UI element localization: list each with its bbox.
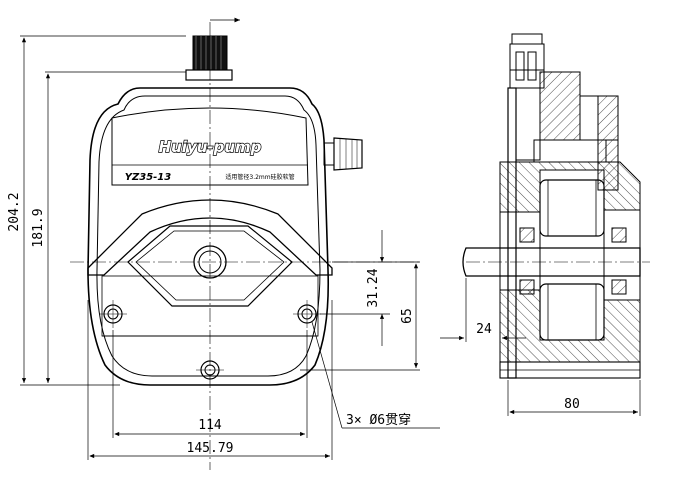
dim-overall-height: 204.2 (7, 192, 22, 231)
model-label: YZ35-13 (125, 172, 172, 183)
side-dimension-texts: 24 80 (476, 322, 580, 412)
side-section-view (462, 33, 650, 379)
dim-center-to-bottom: 65 (400, 308, 415, 324)
front-dimensions (20, 35, 440, 460)
top-knob (185, 35, 233, 81)
mounting-holes (99, 300, 321, 380)
dim-depth: 80 (564, 397, 580, 412)
pump-shaft (462, 247, 650, 277)
dim-overall-width: 145.79 (187, 441, 234, 456)
dim-center-to-hole: 31.24 (366, 268, 381, 307)
roller-top (519, 179, 627, 243)
pump-housing-inner (96, 95, 321, 377)
dim-shaft-length: 24 (476, 322, 492, 337)
dim-body-height: 181.9 (31, 208, 46, 247)
center-lines (70, 22, 420, 470)
dim-holes-note: 3× Ø6贯穿 (346, 412, 411, 428)
brand-label: Huiyu-pump (159, 138, 262, 156)
front-dimension-texts: 204.2 181.9 31.24 65 114 145.79 3× Ø6贯穿 (7, 192, 415, 456)
pump-housing-outer (87, 87, 330, 386)
motor-body-section (539, 71, 581, 141)
side-latch (323, 137, 363, 171)
rotor-cover (87, 199, 333, 337)
front-view: Huiyu-pump YZ35-13 适用管径3.2mm硅胶软管 (70, 17, 420, 470)
side-latch-detail (509, 33, 545, 89)
label-panel: Huiyu-pump YZ35-13 适用管径3.2mm硅胶软管 (111, 107, 309, 186)
dim-hole-spacing: 114 (198, 418, 222, 433)
roller-bottom (519, 279, 627, 341)
side-dimensions (440, 278, 641, 416)
tube-note: 适用管径3.2mm硅胶软管 (225, 173, 294, 181)
